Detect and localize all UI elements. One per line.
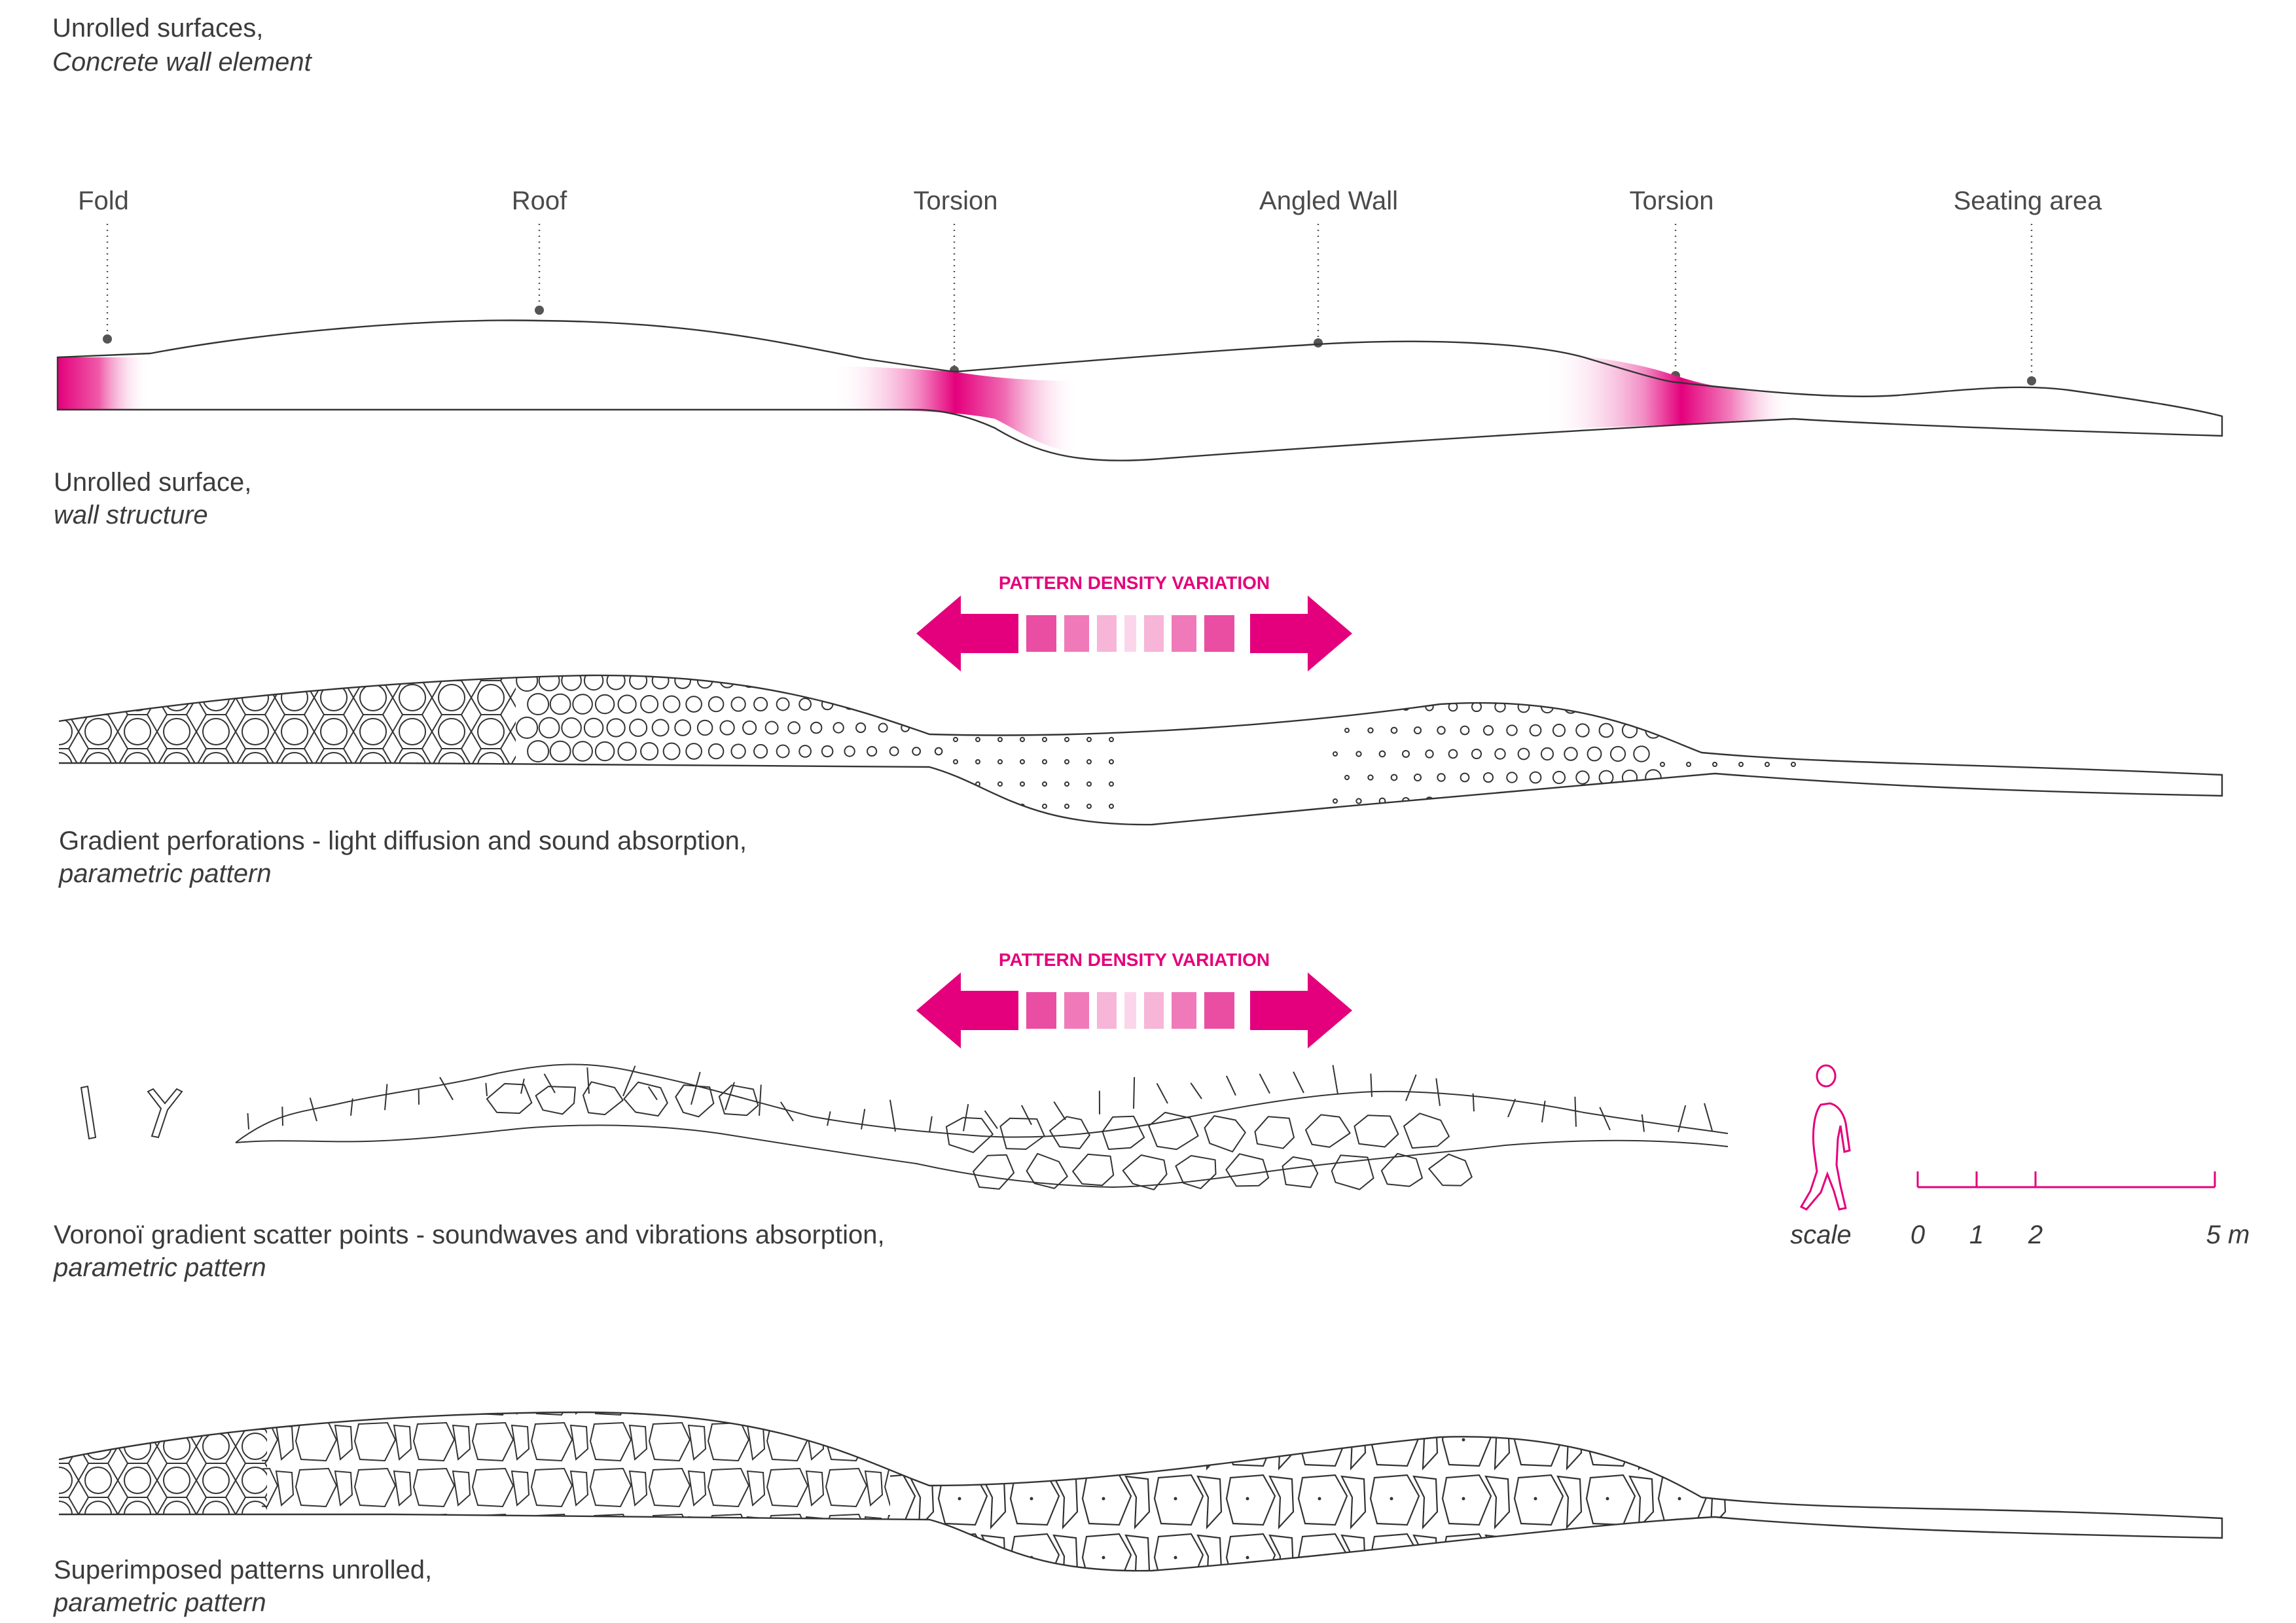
scale-bar [1916,1171,2216,1188]
person-icon [1799,1064,1851,1211]
header-title-line1: Unrolled surfaces, [52,14,263,43]
callout-roof: Roof [512,187,567,215]
callout-fold: Fold [78,187,129,215]
callout-torsion-1: Torsion [914,187,998,215]
strip-gradient-perforations [58,674,2223,826]
callout-labels: Fold Roof Torsion Angled Wall Torsion Se… [78,187,2102,215]
scale-tick-5m: 5 m [2206,1221,2250,1249]
strip-voronoi-scatter [80,1063,1729,1190]
superimposed-outline [58,1411,2223,1572]
section-superimposed-line1: Superimposed patterns unrolled, [54,1556,432,1584]
scale-figure: scale 0 1 2 5 m [1790,1064,2250,1249]
callout-seating-area: Seating area [1954,187,2103,215]
perforation-outline [58,674,2223,826]
section-voronoi-line1: Voronoï gradient scatter points - soundw… [54,1221,885,1249]
arrow-left-icon [916,972,1018,1048]
density-indicator-1: PATTERN DENSITY VARIATION [916,573,1352,671]
header-title-line2: Concrete wall element [52,48,313,77]
arrow-right-icon [1250,596,1352,671]
arrow-left-icon [916,596,1018,671]
section-wall-structure-line2: wall structure [54,501,208,529]
callout-torsion-2: Torsion [1630,187,1714,215]
density-indicator-2: PATTERN DENSITY VARIATION [916,950,1352,1048]
scale-tick-2: 2 [2028,1221,2043,1249]
section-superimposed-line2: parametric pattern [53,1588,266,1617]
strip-superimposed-patterns [58,1411,2223,1572]
section-wall-structure-line1: Unrolled surface, [54,468,251,497]
scale-label: scale [1790,1221,1851,1249]
section-voronoi-line2: parametric pattern [53,1253,266,1282]
section-perforations-line2: parametric pattern [58,859,272,888]
wall-outline [56,319,2223,461]
callout-leaders [103,224,2036,385]
fold-gradient [58,357,149,410]
scale-tick-1: 1 [1969,1221,1984,1249]
density-label-2: PATTERN DENSITY VARIATION [999,950,1270,970]
callout-angled-wall: Angled Wall [1259,187,1398,215]
arrow-right-icon [1250,972,1352,1048]
torsion-gradient-2 [1545,353,1793,429]
strip-concrete-wall [56,319,2223,461]
section-perforations-line1: Gradient perforations - light diffusion … [59,827,747,855]
torsion-gradient-1 [831,366,1080,452]
scale-tick-0: 0 [1910,1221,1925,1249]
density-label-1: PATTERN DENSITY VARIATION [999,573,1270,593]
